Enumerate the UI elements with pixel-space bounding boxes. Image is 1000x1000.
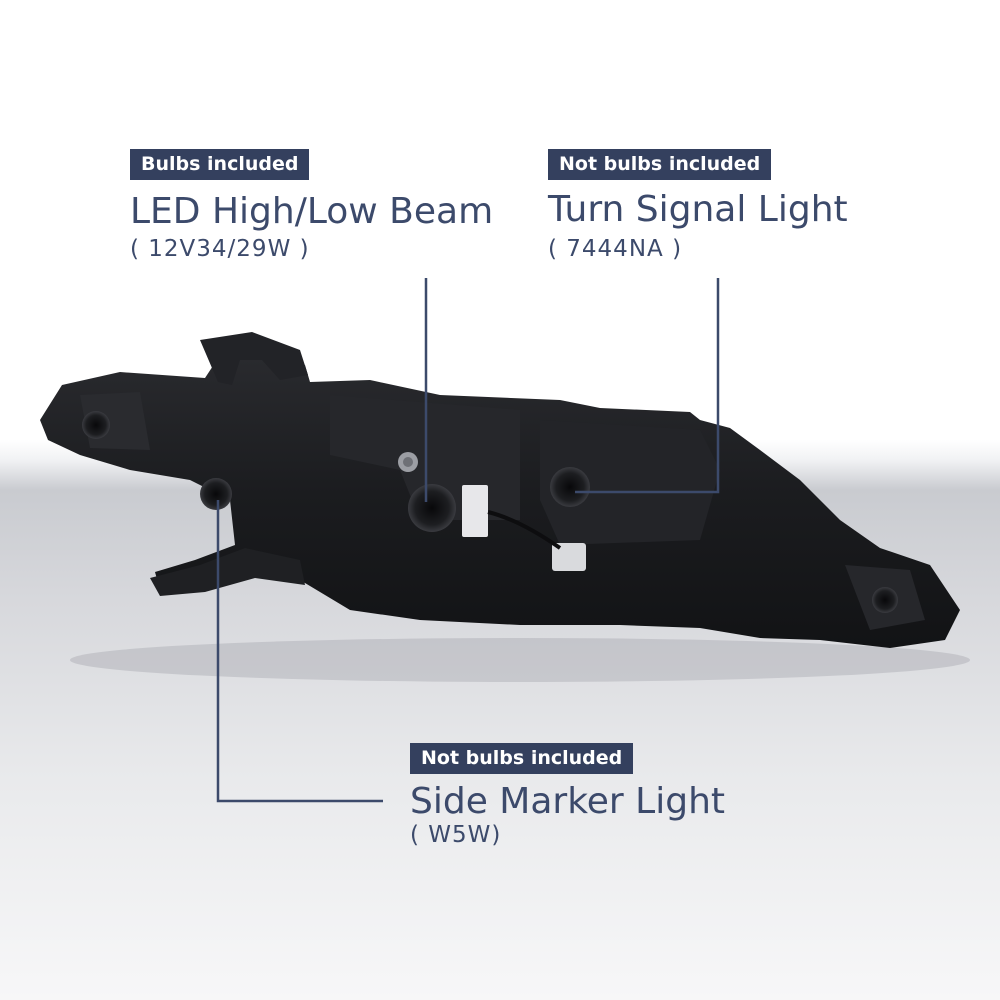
turn-signal-title: Turn Signal Light bbox=[548, 189, 848, 230]
not-bulbs-included-badge: Not bulbs included bbox=[410, 743, 634, 774]
side-marker-leader-line bbox=[216, 500, 383, 803]
mount-tab bbox=[200, 332, 308, 385]
shadow bbox=[70, 638, 970, 682]
housing-panel bbox=[540, 420, 720, 545]
high-low-beam-spec: ( 12V34/29W ) bbox=[130, 236, 310, 262]
wire bbox=[487, 510, 562, 550]
not-bulbs-included-badge: Not bulbs included bbox=[548, 149, 772, 180]
high-low-beam-title: LED High/Low Beam bbox=[130, 191, 494, 232]
turn-signal-socket bbox=[550, 467, 590, 507]
side-marker-socket bbox=[200, 478, 232, 510]
high-low-beam-socket bbox=[408, 484, 456, 532]
side-marker-title: Side Marker Light bbox=[410, 781, 726, 822]
label-sticker bbox=[462, 485, 488, 537]
bulbs-included-badge: Bulbs included bbox=[130, 149, 310, 180]
turn-signal-spec: ( 7444NA ) bbox=[548, 236, 683, 262]
adjuster-screw bbox=[403, 457, 413, 467]
mount-hole bbox=[872, 587, 898, 613]
wire-connector bbox=[552, 543, 586, 571]
turn-signal-leader-line bbox=[575, 278, 720, 494]
lower-bracket bbox=[150, 548, 305, 596]
mount-hole bbox=[82, 411, 110, 439]
side-marker-spec: ( W5W) bbox=[410, 822, 502, 848]
